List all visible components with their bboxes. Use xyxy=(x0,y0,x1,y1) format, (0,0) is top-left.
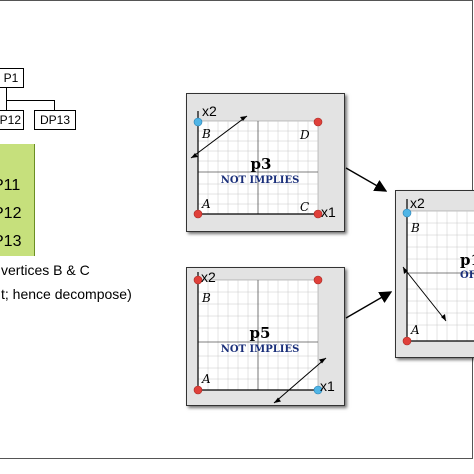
vertex-a-red-dot xyxy=(193,209,203,219)
p3-corner-a: A xyxy=(201,197,211,211)
p5-relation: NOT IMPLIES xyxy=(221,344,300,355)
vertex-c-blue-dot xyxy=(313,385,323,395)
frame-bottom-border xyxy=(0,458,472,459)
vertex-b-blue-dot xyxy=(402,208,412,218)
note-decompose: t; hence decompose) xyxy=(1,286,132,302)
p3-corner-d: D xyxy=(299,128,310,142)
tree-connector-right xyxy=(54,100,55,110)
tree-child-label-dp13: DP13 xyxy=(39,113,71,127)
panel-p1-plot: x2 B A p1 OF xyxy=(402,195,474,346)
p3-relation: NOT IMPLIES xyxy=(221,175,300,186)
p1-axis-y-label: x2 xyxy=(410,195,425,211)
green-item-p11: P11 xyxy=(0,177,21,194)
vertex-a-red-dot xyxy=(402,336,412,346)
vertex-d-red-dot xyxy=(313,117,323,127)
tree-root-box: P1 xyxy=(0,68,24,88)
p5-corner-b: B xyxy=(201,291,211,305)
vertex-c-red-dot xyxy=(313,209,323,219)
tree-child-box-dp12: DP12 xyxy=(0,110,24,130)
tree-connector-vertical xyxy=(6,87,7,101)
vertex-d-red-dot xyxy=(313,275,323,285)
vertex-a-red-dot xyxy=(193,385,203,395)
panel-p3-plot: x2 x1 B D A C p3 NOT IMPLIES xyxy=(190,103,336,220)
tree-connector-left xyxy=(6,100,7,110)
tree-connector-horizontal xyxy=(6,100,55,101)
p3-axis-y-label: x2 xyxy=(202,103,217,119)
p3-corner-c: C xyxy=(300,200,309,214)
p5-label: p5 xyxy=(250,324,271,342)
tree-child-label-dp12: DP12 xyxy=(0,113,22,127)
p5-axis-x-label: x1 xyxy=(320,378,335,394)
green-requirement-stack: P11 P12 P13 xyxy=(0,144,35,256)
vertex-b-blue-dot xyxy=(193,117,203,127)
p5-axis-y-label: x2 xyxy=(201,269,216,285)
frame-top-border xyxy=(0,0,472,1)
panel-p3: x2 x1 B D A C p3 NOT IMPLIES xyxy=(186,93,345,232)
p1-label: p1 xyxy=(460,251,474,269)
panel-p1: x2 B A p1 OF xyxy=(395,190,474,358)
green-item-p12: P12 xyxy=(0,205,22,222)
tree-root-label: P1 xyxy=(3,71,19,85)
panel-p5: x2 x1 B A p5 NOT IMPLIES xyxy=(186,267,345,406)
tree-child-box-dp13: DP13 xyxy=(34,110,76,130)
p3-axis-x-label: x1 xyxy=(321,204,336,220)
p5-corner-a: A xyxy=(201,372,211,386)
note-vertices: vertices B & C xyxy=(1,262,90,278)
arrow-top-to-right xyxy=(345,167,388,192)
panel-p5-plot: x2 x1 B A p5 NOT IMPLIES xyxy=(193,269,335,404)
p1-corner-b: B xyxy=(410,221,420,235)
p1-corner-a: A xyxy=(410,323,420,337)
vertex-b-red-dot xyxy=(193,275,203,285)
p3-corner-b: B xyxy=(201,127,211,141)
green-item-p13: P13 xyxy=(0,233,22,250)
p3-label: p3 xyxy=(251,155,272,173)
arrow-bottom-to-right xyxy=(345,291,393,319)
p1-relation: OF xyxy=(460,270,474,281)
